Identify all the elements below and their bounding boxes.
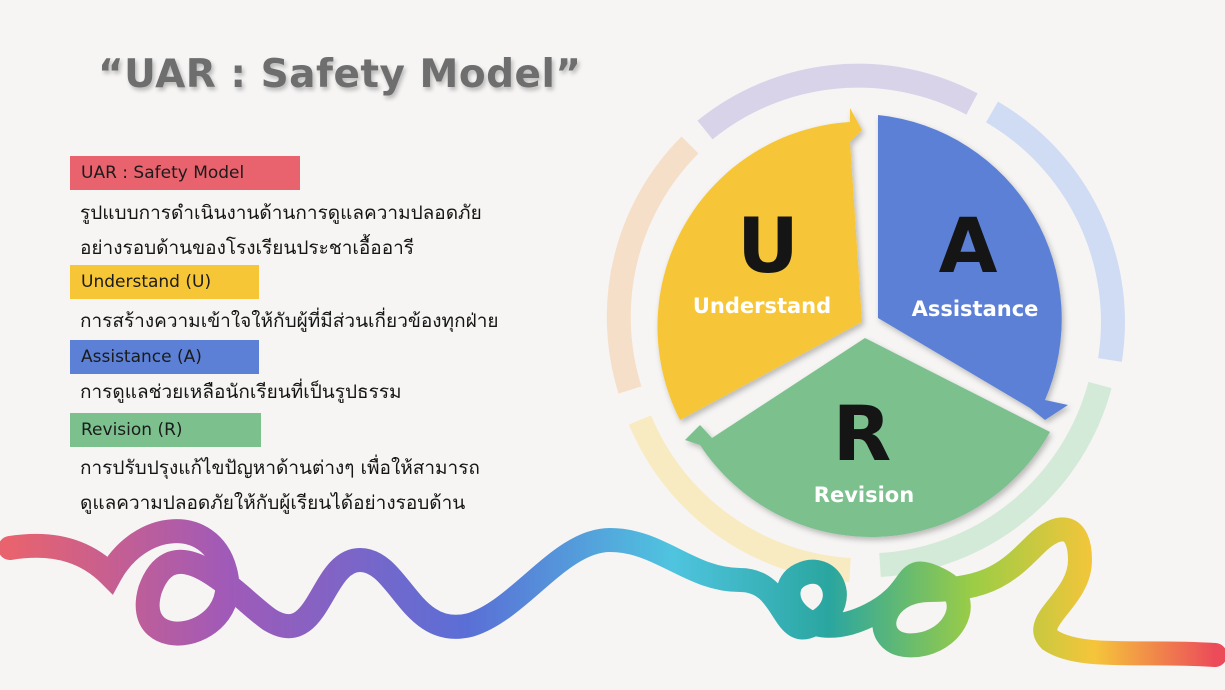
description-uar-line-2: อย่างรอบด้านของโรงเรียนประชาเอื้ออารี <box>80 237 414 259</box>
letter-u: U <box>737 201 799 290</box>
label-understand-segment: Understand <box>693 294 831 318</box>
label-revision-segment: Revision <box>814 483 914 507</box>
ribbon <box>0 517 1225 667</box>
description-revision-line-1: การปรับปรุงแก้ไขปัญหาด้านต่างๆ เพื่อให้ส… <box>80 457 480 479</box>
description-understand: การสร้างความเข้าใจให้กับผู้ที่มีส่วนเกี่… <box>80 310 499 332</box>
description-assistance: การดูแลช่วยเหลือนักเรียนที่เป็นรูปธรรม <box>80 381 402 403</box>
letter-r: R <box>833 389 892 478</box>
label-assistance: Assistance (A) <box>70 340 259 374</box>
outer-ring-arc-peach <box>606 136 699 394</box>
label-assistance-segment: Assistance <box>912 297 1039 321</box>
outer-ring-arc-lavender <box>697 63 978 140</box>
label-uar-safety-model: UAR : Safety Model <box>70 156 300 190</box>
label-understand: Understand (U) <box>70 265 259 299</box>
description-uar-line-1: รูปแบบการดำเนินงานด้านการดูแลความปลอดภัย <box>80 202 482 224</box>
letter-a: A <box>939 201 998 290</box>
segment-understand <box>657 108 862 420</box>
page-title: “UAR : Safety Model” <box>98 52 582 97</box>
segment-assistance <box>878 115 1068 420</box>
label-revision: Revision (R) <box>70 413 261 447</box>
outer-ring-arc-green <box>879 381 1112 577</box>
outer-ring-arc-blue <box>985 101 1125 362</box>
segment-revision <box>685 338 1050 538</box>
description-revision-line-2: ดูแลความปลอดภัยให้กับผู้เรียนได้อย่างรอบ… <box>80 492 466 514</box>
